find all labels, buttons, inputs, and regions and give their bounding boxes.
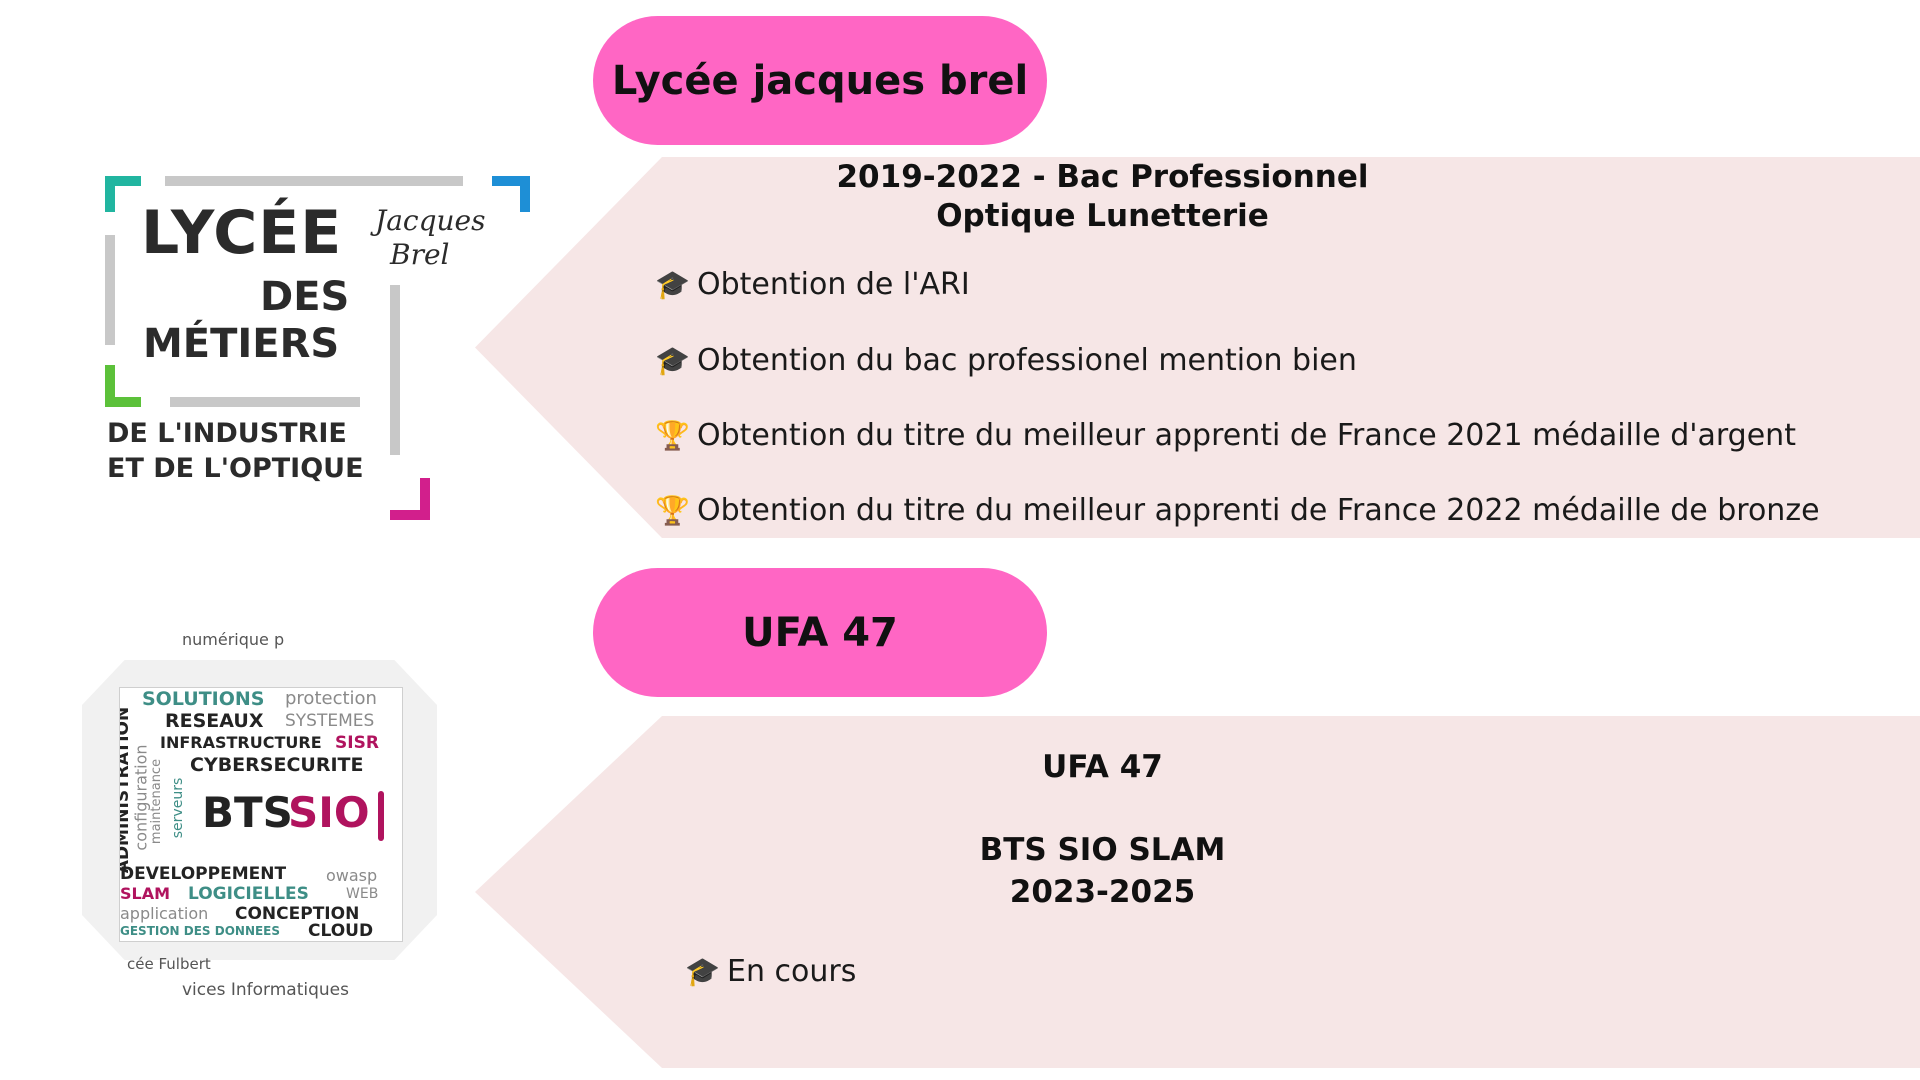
list-item-text: En cours	[727, 954, 857, 989]
logo-text-metiers: MÉTIERS	[143, 321, 340, 367]
list-item: 🎓En cours	[685, 954, 856, 989]
lycee-jacques-brel-logo: LYCÉE DES MÉTIERS Jacques Brel DE L'INDU…	[105, 170, 535, 530]
logo-corner-magenta	[390, 510, 430, 520]
section-title-pill-ufa: UFA 47	[593, 568, 1047, 697]
word: SISR	[335, 733, 379, 753]
logo-text-lycee: LYCÉE	[141, 198, 343, 268]
trophy-icon: 🏆	[655, 494, 690, 527]
lycee-info-panel: 2019-2022 - Bac Professionnel Optique Lu…	[475, 157, 1920, 538]
logo-corner-blue	[492, 176, 530, 186]
logo-corner-green	[105, 397, 141, 407]
logo-frame-bar	[165, 176, 463, 186]
word: CONCEPTION	[235, 904, 360, 924]
word-vertical: serveurs	[170, 777, 187, 839]
logo-caption-bottom2: vices Informatiques	[182, 980, 349, 1000]
word-vertical: configuration	[131, 744, 151, 851]
list-item: 🎓Obtention de l'ARI	[655, 267, 970, 302]
list-item-text: Obtention du titre du meilleur apprenti …	[697, 493, 1820, 528]
list-item: 🎓Obtention du bac professionel mention b…	[655, 343, 1357, 378]
logo-corner-teal	[105, 176, 115, 212]
bts-sio-logo: numérique p SOLUTIONS protection RESEAUX…	[82, 620, 442, 1010]
word: protection	[285, 688, 377, 709]
word: SYSTEMES	[285, 711, 375, 731]
list-item: 🏆Obtention du titre du meilleur apprenti…	[655, 418, 1796, 453]
logo-bracket	[378, 791, 384, 841]
logo-caption-top: numérique p	[182, 630, 285, 649]
word: application	[120, 904, 209, 923]
word: CLOUD	[308, 921, 374, 941]
list-item-text: Obtention du bac professionel mention bi…	[697, 343, 1357, 378]
panel-title-line2: BTS SIO SLAM	[979, 832, 1226, 868]
list-item-text: Obtention du titre du meilleur apprenti …	[697, 418, 1796, 453]
logo-text-optique: ET DE L'OPTIQUE	[107, 453, 364, 484]
word: LOGICIELLES	[188, 884, 309, 904]
bts-word-cloud: SOLUTIONS protection RESEAUX SYSTEMES IN…	[119, 687, 403, 942]
word: GESTION DES DONNEES	[120, 924, 281, 938]
panel-title-line1: UFA 47	[1042, 749, 1163, 785]
panel-title-line3: 2023-2025	[1009, 874, 1196, 910]
word: SLAM	[120, 884, 171, 903]
section-title-pill-lycee: Lycée jacques brel	[593, 16, 1047, 145]
panel-title-line1: 2019-2022 - Bac Professionnel	[836, 159, 1369, 195]
logo-caption-bottom1: cée Fulbert	[127, 955, 211, 973]
logo-corner-magenta	[420, 478, 430, 520]
list-item: 🏆Obtention du titre du meilleur apprenti…	[655, 493, 1820, 528]
trophy-icon: 🏆	[655, 419, 690, 452]
word: owasp	[326, 866, 378, 885]
word: INFRASTRUCTURE	[160, 733, 322, 752]
word-sio: SIO	[288, 788, 370, 837]
word-vertical: maintenance	[149, 758, 165, 845]
word-bts: BTS	[202, 788, 293, 837]
logo-text-des: DES	[260, 274, 350, 320]
logo-frame-bar	[105, 235, 115, 345]
ufa-info-panel: UFA 47 BTS SIO SLAM 2023-2025 🎓En cours	[475, 716, 1920, 1068]
panel-title-line2: Optique Lunetterie	[936, 198, 1269, 234]
word: RESEAUX	[165, 710, 264, 732]
graduation-cap-icon: 🎓	[685, 955, 720, 988]
word: WEB	[346, 886, 379, 902]
graduation-cap-icon: 🎓	[655, 344, 690, 377]
graduation-cap-icon: 🎓	[655, 268, 690, 301]
logo-corner-blue	[520, 176, 530, 212]
logo-text-brel: Brel	[390, 238, 450, 271]
logo-frame-bar	[170, 397, 360, 407]
logo-corner-teal	[105, 176, 141, 186]
logo-corner-green	[105, 365, 115, 407]
logo-frame-bar	[390, 285, 400, 455]
logo-text-jacques: Jacques	[375, 204, 486, 237]
word: SOLUTIONS	[142, 688, 265, 710]
word: DEVELOPPEMENT	[120, 864, 287, 884]
word: CYBERSECURITE	[190, 754, 364, 776]
list-item-text: Obtention de l'ARI	[697, 267, 970, 302]
logo-text-industrie: DE L'INDUSTRIE	[107, 418, 347, 449]
